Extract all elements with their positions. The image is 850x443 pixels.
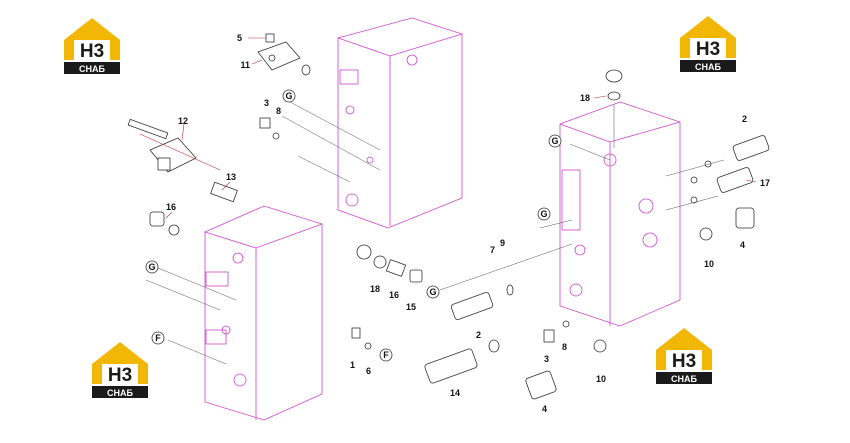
- svg-text:F: F: [155, 333, 161, 343]
- ref-mark-g-right-mid: G: [537, 207, 551, 221]
- part-right-side: [605, 69, 770, 241]
- logo-letters: H3: [80, 41, 104, 62]
- logo-bottom-right: H3 CHAБ: [656, 328, 712, 384]
- svg-text:F: F: [383, 350, 389, 360]
- part-plug-16-left: [149, 211, 180, 236]
- assembly-lines: [145, 101, 725, 365]
- callout-15: 15: [406, 302, 416, 312]
- callout-labels: 5 11 3 8 12 13 16 18 16 15 1 6 7 9 2 14 …: [166, 33, 770, 414]
- part-valve-2-lower: [450, 284, 514, 320]
- logo-top-left: H3 CHAБ: [64, 18, 120, 74]
- callout-9: 9: [500, 238, 505, 248]
- logo-tagline: CHAБ: [79, 64, 105, 74]
- callout-12: 12: [178, 116, 188, 126]
- svg-text:G: G: [540, 209, 547, 219]
- logo-tagline: CHAБ: [695, 62, 721, 72]
- ref-mark-g-center: G: [426, 285, 440, 299]
- callout-3-lower: 3: [544, 354, 549, 364]
- callout-1: 1: [350, 360, 355, 370]
- housing-right: [559, 101, 681, 327]
- callout-16-left: 16: [166, 202, 176, 212]
- callout-5: 5: [237, 33, 242, 43]
- callout-8-lower: 8: [562, 342, 567, 352]
- ref-mark-f-left: F: [151, 331, 165, 345]
- part-cover-plate: [257, 33, 311, 76]
- callout-2-right: 2: [742, 114, 747, 124]
- callout-6: 6: [366, 366, 371, 376]
- housing-top-center: [337, 17, 463, 229]
- svg-text:G: G: [285, 91, 292, 101]
- callout-7: 7: [490, 245, 495, 255]
- callout-8-top: 8: [276, 106, 281, 116]
- callout-14: 14: [450, 388, 460, 398]
- logo-bottom-left: H3 CHAБ: [92, 342, 148, 398]
- logo-top-right: H3 CHAБ: [680, 16, 736, 72]
- callout-4-right: 4: [740, 240, 745, 250]
- callout-13: 13: [226, 172, 236, 182]
- callout-18-center: 18: [370, 284, 380, 294]
- callout-16-center: 16: [389, 290, 399, 300]
- part-bolts-center: [259, 117, 372, 350]
- svg-text:G: G: [551, 136, 558, 146]
- part-cap-4-lower: [525, 320, 607, 400]
- part-plug-group-center: [356, 244, 423, 283]
- callout-18-right: 18: [580, 93, 590, 103]
- ref-mark-f-center: F: [379, 348, 393, 362]
- reference-marks: G G F G F G G: [145, 89, 562, 362]
- ref-mark-g-left: G: [145, 260, 159, 274]
- logo-letters: H3: [108, 365, 132, 386]
- callout-4-lower: 4: [542, 404, 547, 414]
- logo-tagline: CHAБ: [671, 374, 697, 384]
- ref-mark-g-top: G: [282, 89, 296, 103]
- logo-letters: H3: [672, 351, 696, 372]
- leader-lines: [139, 37, 757, 219]
- callout-10-right: 10: [704, 259, 714, 269]
- logo-letters: H3: [696, 39, 720, 60]
- callout-11: 11: [240, 60, 250, 70]
- callout-2-lower: 2: [476, 330, 481, 340]
- callout-3-top: 3: [264, 98, 269, 108]
- part-valve-14: [424, 339, 500, 384]
- svg-text:G: G: [148, 262, 155, 272]
- callout-10-lower: 10: [596, 374, 606, 384]
- ref-mark-g-right-top: G: [548, 134, 562, 148]
- housing-left: [204, 205, 323, 421]
- callout-17: 17: [760, 178, 770, 188]
- part-solenoid-12: [127, 118, 238, 203]
- logo-tagline: CHAБ: [107, 388, 133, 398]
- svg-text:G: G: [429, 287, 436, 297]
